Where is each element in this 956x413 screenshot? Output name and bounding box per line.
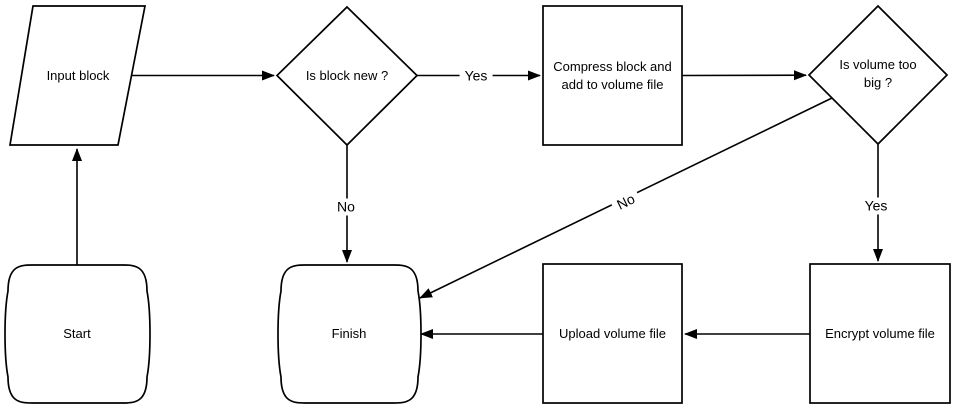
is-volume-too-big-diamond — [807, 4, 949, 146]
start-terminator — [4, 264, 151, 404]
input-block-parallelogram — [8, 5, 147, 146]
compress-block-rect — [542, 5, 683, 146]
is-block-new-diamond — [275, 5, 419, 147]
finish-terminator — [277, 264, 422, 404]
upload-volume-file-rect — [542, 263, 683, 404]
edge-label-yes-block-new: Yes — [459, 67, 493, 85]
encrypt-volume-file-rect — [809, 263, 951, 404]
edge-label-yes-volume-big: Yes — [859, 197, 893, 215]
edge-label-no-block-new: No — [332, 198, 360, 216]
